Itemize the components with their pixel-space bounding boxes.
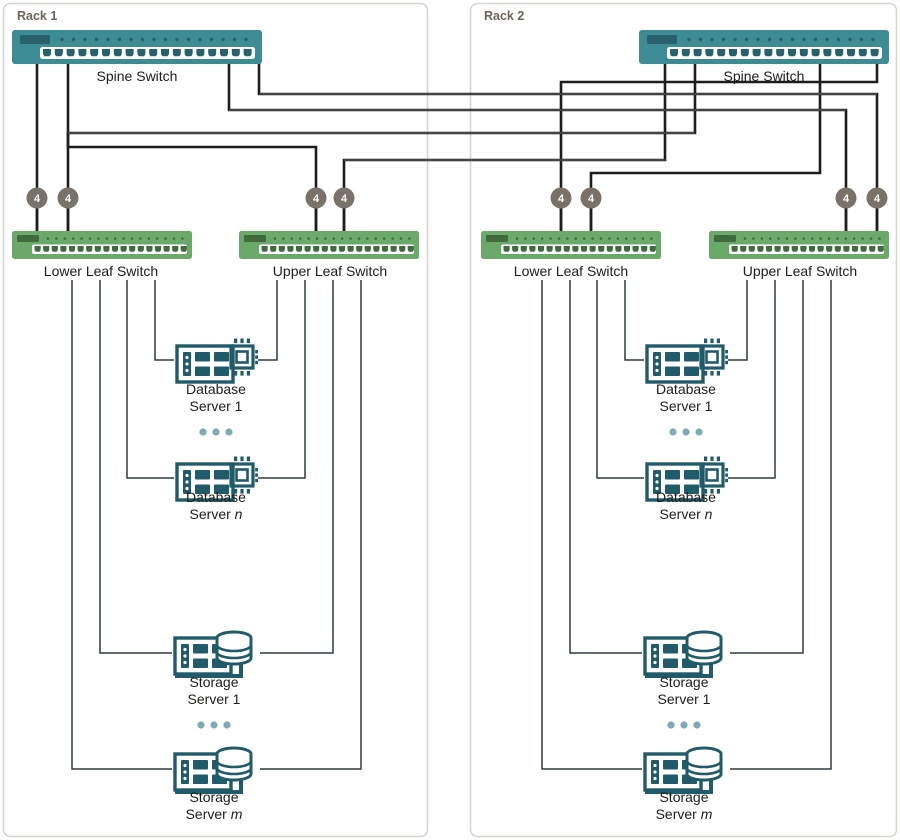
rack1-storage-ellipsis bbox=[197, 721, 231, 729]
badge-label: 4 bbox=[34, 193, 41, 205]
link-r1-lower-dbn bbox=[126, 280, 174, 479]
rack1-lower-leaf-label: Lower Leaf Switch bbox=[44, 263, 158, 279]
stm-italic: m bbox=[231, 806, 243, 822]
rack1-stm-label-line1: Storage bbox=[189, 789, 238, 805]
badge-label: 4 bbox=[313, 193, 320, 205]
rack1-db1-label-line1: Database bbox=[186, 381, 246, 397]
rack2-link-badges: 4 4 4 4 bbox=[550, 187, 888, 209]
rack2-st1-label-line2: Server 1 bbox=[658, 691, 711, 707]
badge-r1-lower-2: 4 bbox=[57, 187, 79, 209]
badge-r2-lower-2: 4 bbox=[580, 187, 602, 209]
rack2-st1-label-line1: Storage bbox=[659, 674, 708, 690]
link-r1-upper-dbn bbox=[258, 280, 306, 479]
badge-r1-lower-1: 4 bbox=[26, 187, 48, 209]
badge-label: 4 bbox=[341, 193, 348, 205]
rack1-db1-label-line2: Server 1 bbox=[190, 398, 243, 414]
link-r2-lower-dbn bbox=[596, 280, 644, 479]
cable-r2spine-r2lower-b bbox=[559, 62, 879, 232]
link-r1-upper-db1 bbox=[258, 280, 278, 361]
rack1-st1-label-line2: Server 1 bbox=[188, 691, 241, 707]
badge-label: 4 bbox=[843, 193, 850, 205]
link-r2-lower-st1 bbox=[569, 280, 642, 654]
link-r2-lower-db1 bbox=[624, 280, 644, 361]
rack1-stm-label-line2: Server m bbox=[186, 806, 243, 822]
rack1-st1-label-line1: Storage bbox=[189, 674, 238, 690]
rack2-dbn-label-line1: Database bbox=[656, 489, 716, 505]
rack2-stm-label-line2: Server m bbox=[656, 806, 713, 822]
badge-r2-upper-2: 4 bbox=[866, 187, 888, 209]
dbn-prefix: Server bbox=[660, 506, 705, 522]
rack2-db1-label-line2: Server 1 bbox=[660, 398, 713, 414]
rack1-link-badges: 4 4 4 4 bbox=[26, 187, 355, 209]
link-r1-upper-stm bbox=[260, 280, 362, 770]
badge-r1-upper-2: 4 bbox=[333, 187, 355, 209]
link-r2-upper-st1 bbox=[730, 280, 804, 654]
stm-prefix: Server bbox=[186, 806, 231, 822]
dbn-prefix: Server bbox=[190, 506, 235, 522]
badge-label: 4 bbox=[65, 193, 72, 205]
rack-2-frame bbox=[469, 2, 898, 838]
rack1-spine-switch[interactable] bbox=[12, 30, 262, 64]
rack2-upper-leaf-switch[interactable] bbox=[709, 231, 889, 259]
rack1-db-ellipsis bbox=[199, 428, 233, 436]
badge-label: 4 bbox=[588, 193, 595, 205]
badge-r1-upper-1: 4 bbox=[305, 187, 327, 209]
dbn-italic: n bbox=[235, 506, 243, 522]
rack1-dbn-label-line2: Server n bbox=[190, 506, 243, 522]
rack1-lower-leaf-switch[interactable] bbox=[12, 231, 192, 259]
stm-prefix: Server bbox=[656, 806, 701, 822]
link-r1-upper-st1 bbox=[260, 280, 334, 654]
link-r2-upper-db1 bbox=[728, 280, 748, 361]
rack2-storage-ellipsis bbox=[667, 721, 701, 729]
badge-label: 4 bbox=[558, 193, 565, 205]
rack2-lower-leaf-switch[interactable] bbox=[481, 231, 661, 259]
rack-1-title: Rack 1 bbox=[17, 9, 57, 23]
badge-r2-upper-1: 4 bbox=[835, 187, 857, 209]
link-r1-lower-db1 bbox=[154, 280, 174, 361]
link-r1-lower-st1 bbox=[99, 280, 172, 654]
rack2-lower-leaf-label: Lower Leaf Switch bbox=[514, 263, 628, 279]
link-r2-upper-dbn bbox=[728, 280, 776, 479]
link-r2-lower-stm bbox=[541, 280, 642, 770]
rack2-spine-label: Spine Switch bbox=[724, 68, 805, 84]
link-r1-lower-stm bbox=[71, 280, 172, 770]
rack1-upper-leaf-switch[interactable] bbox=[239, 231, 419, 259]
rack1-dbn-label-line1: Database bbox=[186, 489, 246, 505]
dbn-italic: n bbox=[705, 506, 713, 522]
badge-r2-lower-1: 4 bbox=[550, 187, 572, 209]
rack-1-frame bbox=[2, 2, 429, 838]
rack-2-title: Rack 2 bbox=[484, 9, 524, 23]
rack1-upper-leaf-label: Upper Leaf Switch bbox=[273, 263, 387, 279]
rack2-server-links bbox=[541, 280, 832, 770]
rack1-spine-label: Spine Switch bbox=[97, 68, 178, 84]
badge-label: 4 bbox=[874, 193, 881, 205]
rack2-db-ellipsis bbox=[669, 428, 703, 436]
cable-crossings-light bbox=[68, 93, 877, 161]
rack1-server-links bbox=[71, 280, 362, 770]
rack2-upper-leaf-label: Upper Leaf Switch bbox=[743, 263, 857, 279]
rack2-stm-label-line1: Storage bbox=[659, 789, 708, 805]
rack2-db1-label-line1: Database bbox=[656, 381, 716, 397]
rack2-dbn-label-line2: Server n bbox=[660, 506, 713, 522]
rack2-spine-switch[interactable] bbox=[639, 30, 889, 64]
stm-italic: m bbox=[701, 806, 713, 822]
link-r2-upper-stm bbox=[730, 280, 832, 770]
